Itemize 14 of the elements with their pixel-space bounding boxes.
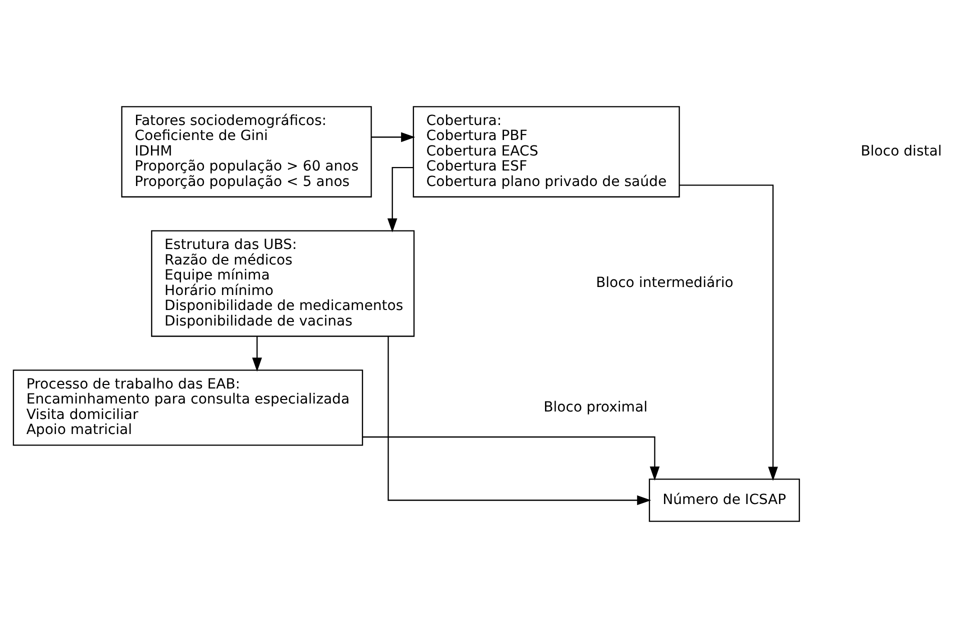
node-box: Estrutura das UBS: Razão de médicos Equipe mínima Horário mínimo Disponibilidade de medicamentos Disponibilidade de vacinas — [151, 230, 415, 337]
node-box: Número de ICSAP — [648, 478, 800, 522]
node-box: Fatores sociodemográficos: Coeficiente de Gini IDHM Proporção população > 60 anos Proporção população < 5 anos — [121, 106, 372, 198]
label: Bloco proximal — [544, 399, 648, 416]
node-box: Processo de trabalho das EAB: Encaminhamento para consulta especializada Visita domiciliar Apoio matricial — [12, 370, 364, 446]
label: Bloco intermediário — [596, 275, 734, 292]
arrow — [387, 167, 414, 232]
label: Bloco distal — [860, 143, 942, 160]
arrow — [252, 336, 262, 372]
arrow — [362, 436, 660, 481]
arrow — [388, 336, 652, 506]
node-box: Cobertura: Cobertura PBF Cobertura EACS Cobertura ESF Cobertura plano privado de saúde — [412, 106, 680, 198]
arrow — [680, 184, 778, 481]
arrow — [372, 132, 416, 142]
